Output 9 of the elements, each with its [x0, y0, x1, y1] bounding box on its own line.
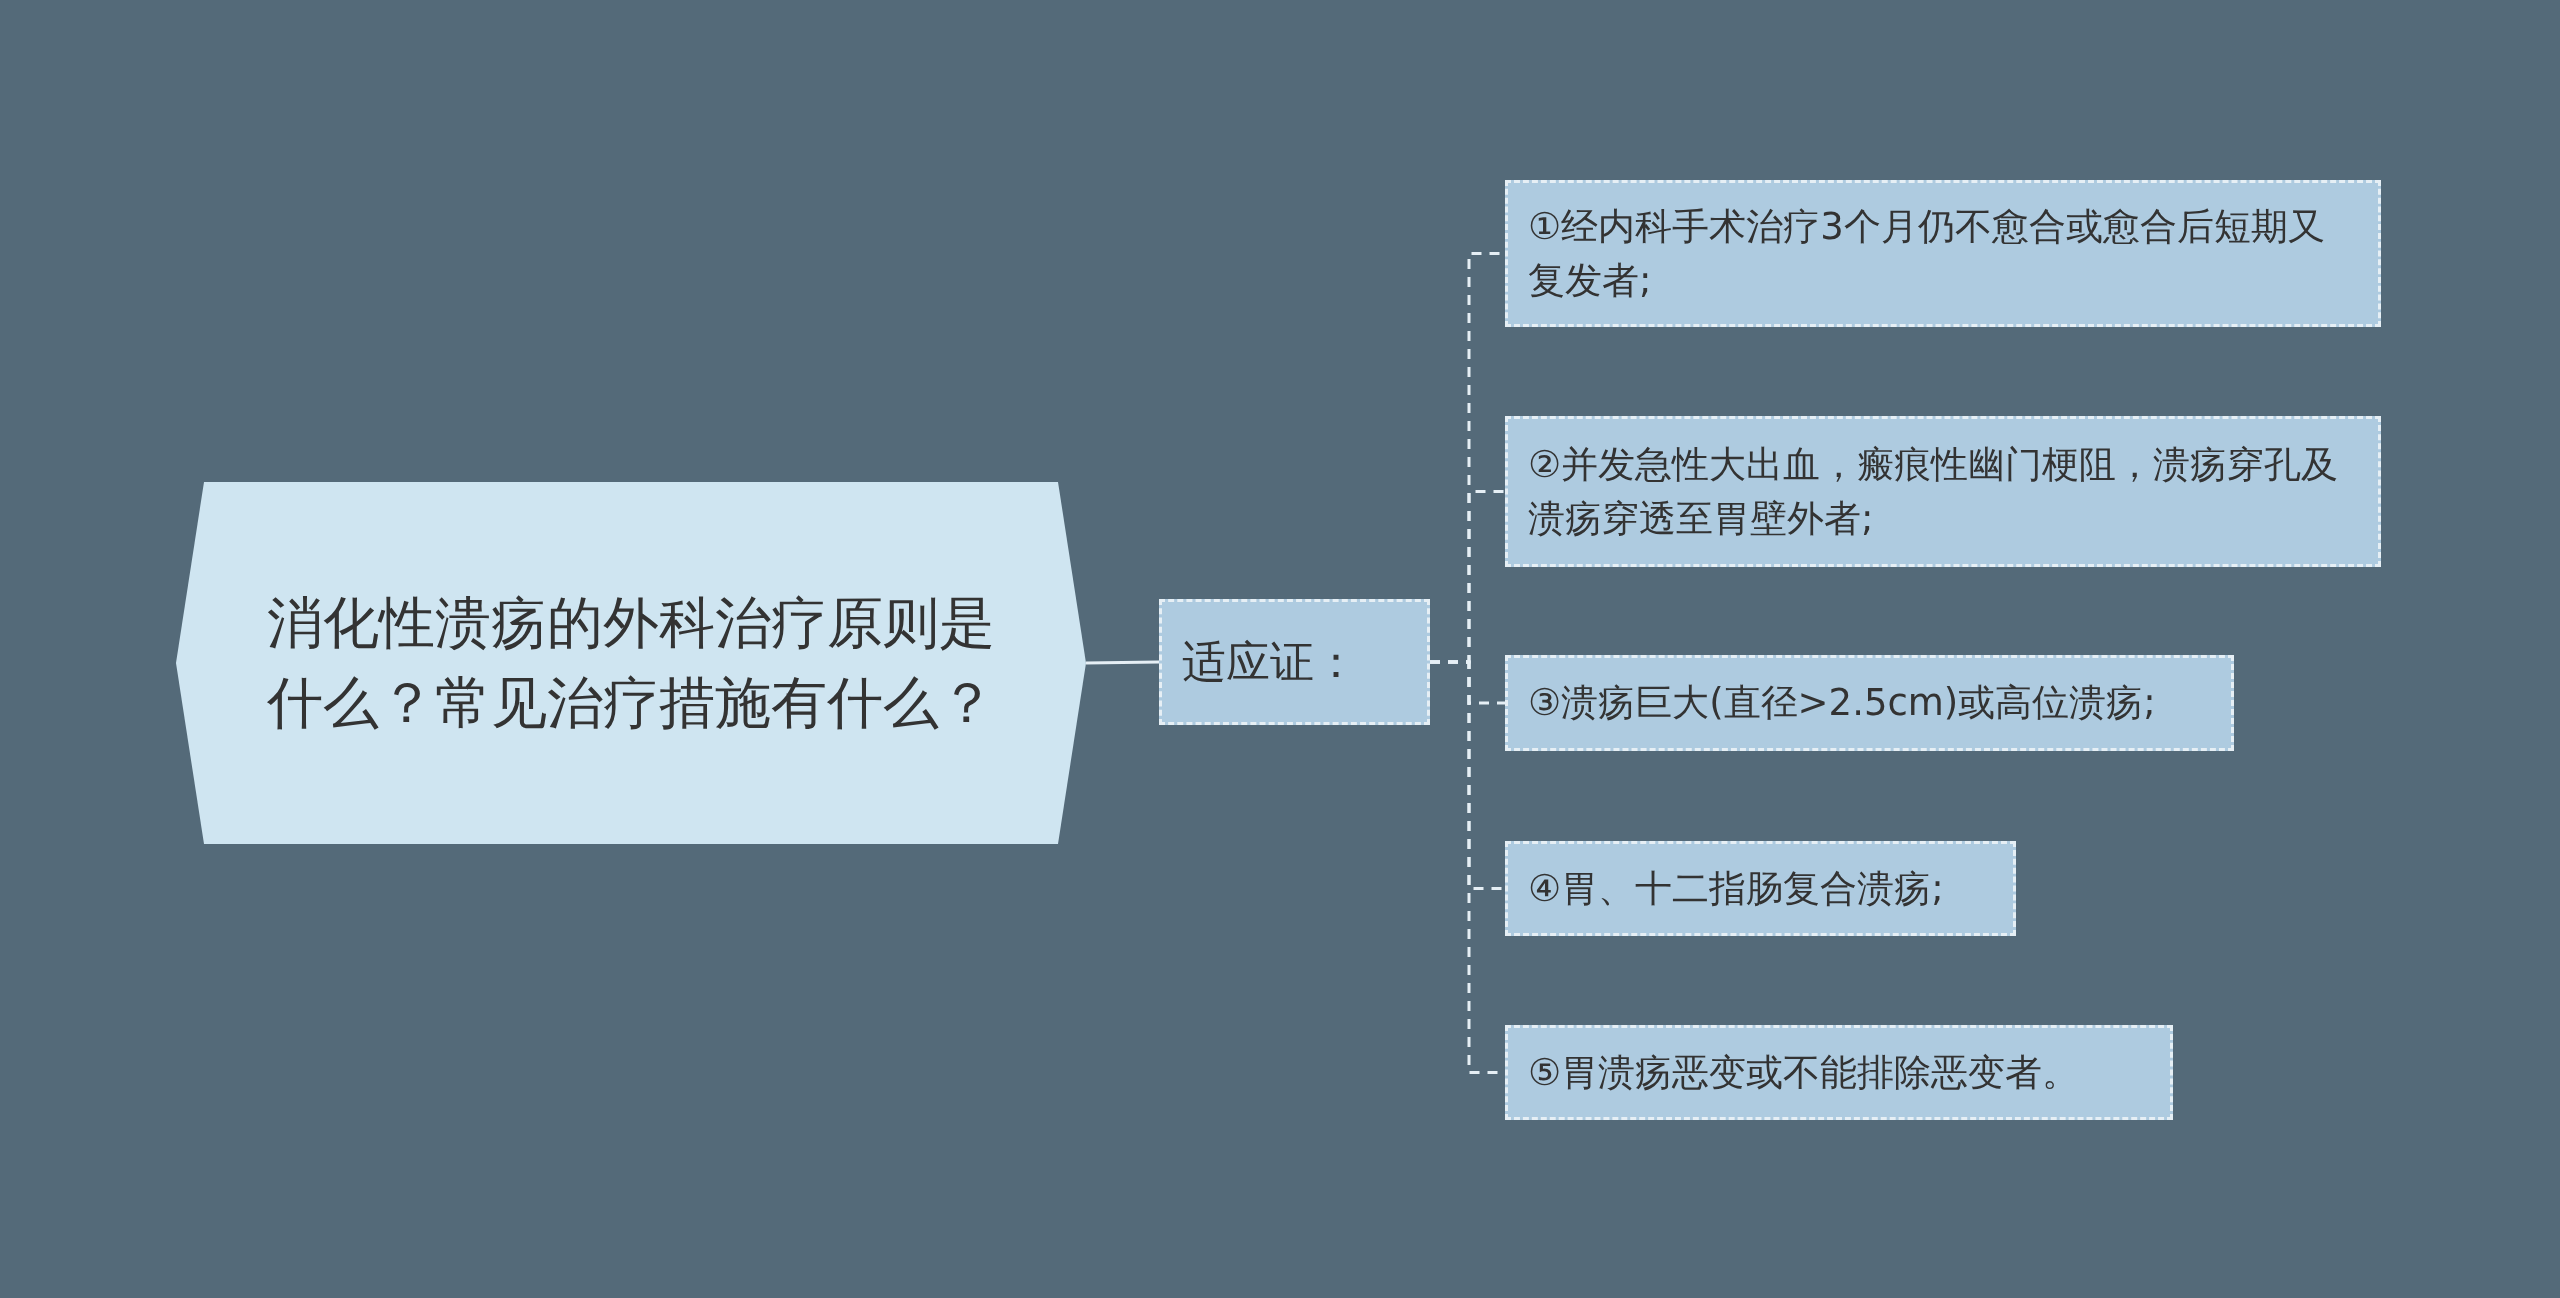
item-box: ②并发急性大出血，瘢痕性幽门梗阻，溃疡穿孔及溃疡穿透至胃壁外者; — [1505, 416, 2381, 567]
node-title: 消化性溃疡的外科治疗原则是什么？常见治疗措施有什么？ — [266, 589, 996, 737]
item-box: ④胃、十二指肠复合溃疡; — [1505, 841, 2016, 936]
hexagon-node — [176, 482, 1086, 844]
item-box: ⑤胃溃疡恶变或不能排除恶变者。 — [1505, 1025, 2173, 1120]
item-box: ①经内科手术治疗3个月仍不愈合或愈合后短期又复发者; — [1505, 180, 2381, 327]
connector-line — [1085, 660, 1160, 665]
item-box: ③溃疡巨大(直径>2.5cm)或高位溃疡; — [1505, 655, 2234, 751]
category-box: 适应证： — [1159, 599, 1430, 725]
